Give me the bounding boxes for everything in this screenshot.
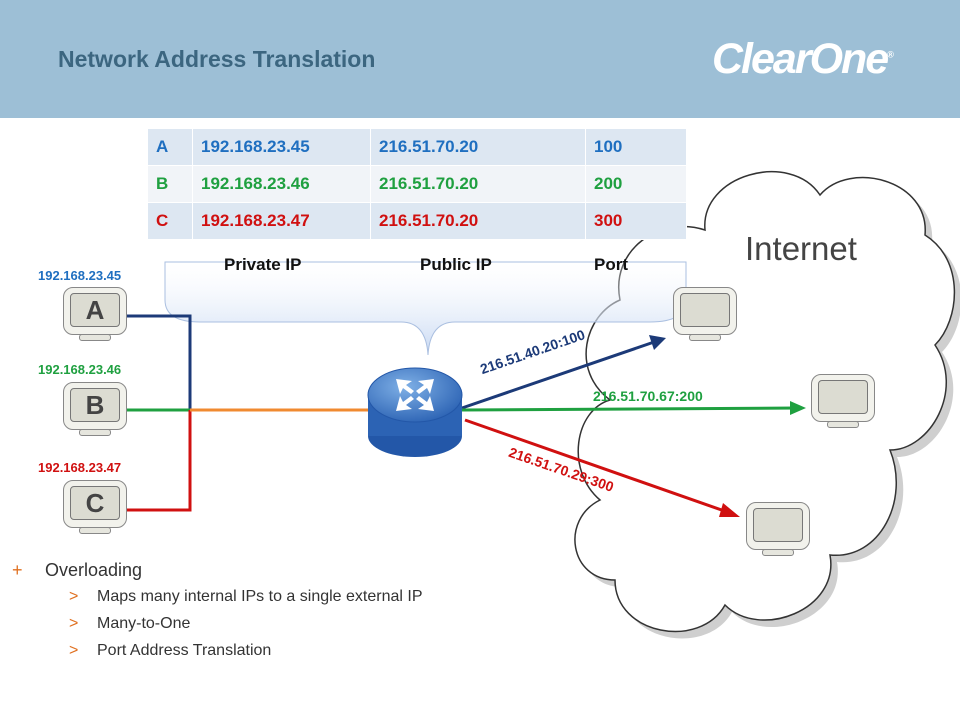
bullet-list: + Overloading > Maps many internal IPs to …	[12, 560, 423, 669]
host-b-computer-icon: B	[63, 382, 127, 438]
sub-bullet-text: Port Address Translation	[97, 642, 272, 659]
nat-cell-port: 200	[585, 165, 687, 203]
sub-bullet-text: Many-to-One	[97, 615, 191, 632]
sub-bullet-marker: >	[69, 615, 79, 632]
host-b-label: B	[70, 388, 120, 422]
nat-cell-host: B	[147, 165, 193, 203]
nat-cell-host: C	[147, 202, 193, 240]
nat-row-c: C 192.168.23.47 216.51.70.20 300	[147, 202, 687, 240]
logo-text: ClearOne	[712, 35, 889, 83]
nat-cell-port: 100	[585, 128, 687, 166]
host-b-ip-label: 192.168.23.46	[38, 362, 122, 377]
flow-arrows	[461, 335, 806, 517]
nat-row-b: B 192.168.23.46 216.51.70.20 200	[147, 165, 687, 203]
header-bar: Network Address Translation ClearOne®	[0, 0, 960, 118]
column-header-port: Port	[594, 255, 628, 274]
logo-registered-mark: ®	[887, 49, 894, 60]
internet-host-2-computer-icon	[811, 374, 875, 430]
nat-cell-host: A	[147, 128, 193, 166]
host-c-label: C	[70, 486, 120, 520]
nat-cell-public-ip: 216.51.70.20	[370, 202, 586, 240]
host-a-ip-label: 192.168.23.45	[38, 268, 122, 283]
host-c-ip-label: 192.168.23.47	[38, 460, 122, 475]
internet-host-3-computer-icon	[746, 502, 810, 558]
nat-cell-public-ip: 216.51.70.20	[370, 165, 586, 203]
nat-cell-public-ip: 216.51.70.20	[370, 128, 586, 166]
sub-bullet-1: > Maps many internal IPs to a single exte…	[69, 588, 423, 606]
nat-table: A 192.168.23.45 216.51.70.20 100 B 192.1…	[147, 128, 687, 240]
internet-host-1-computer-icon	[673, 287, 737, 343]
nat-cell-private-ip: 192.168.23.46	[192, 165, 371, 203]
clearone-logo: ClearOne®	[712, 38, 894, 81]
router-icon	[367, 367, 463, 457]
sub-bullet-marker: >	[69, 588, 79, 605]
bullet-marker: +	[12, 560, 23, 580]
lan-wiring	[127, 314, 370, 512]
flow-label-b: 216.51.70.67:200	[593, 388, 703, 404]
sub-bullet-marker: >	[69, 642, 79, 659]
host-a-label: A	[70, 293, 120, 327]
nat-row-a: A 192.168.23.45 216.51.70.20 100	[147, 128, 687, 166]
bullet-overloading: + Overloading	[12, 560, 423, 581]
column-header-private-ip: Private IP	[224, 255, 302, 274]
nat-cell-private-ip: 192.168.23.45	[192, 128, 371, 166]
nat-cell-private-ip: 192.168.23.47	[192, 202, 371, 240]
sub-bullet-3: > Port Address Translation	[69, 642, 423, 660]
internet-label: Internet	[745, 230, 857, 267]
nat-cell-port: 300	[585, 202, 687, 240]
page-title: Network Address Translation	[58, 46, 376, 72]
host-c-computer-icon: C	[63, 480, 127, 536]
column-header-public-ip: Public IP	[420, 255, 492, 274]
bullet-text: Overloading	[45, 560, 143, 580]
host-a-computer-icon: A	[63, 287, 127, 343]
sub-bullet-text: Maps many internal IPs to a single exter…	[97, 588, 423, 605]
sub-bullet-2: > Many-to-One	[69, 615, 423, 633]
